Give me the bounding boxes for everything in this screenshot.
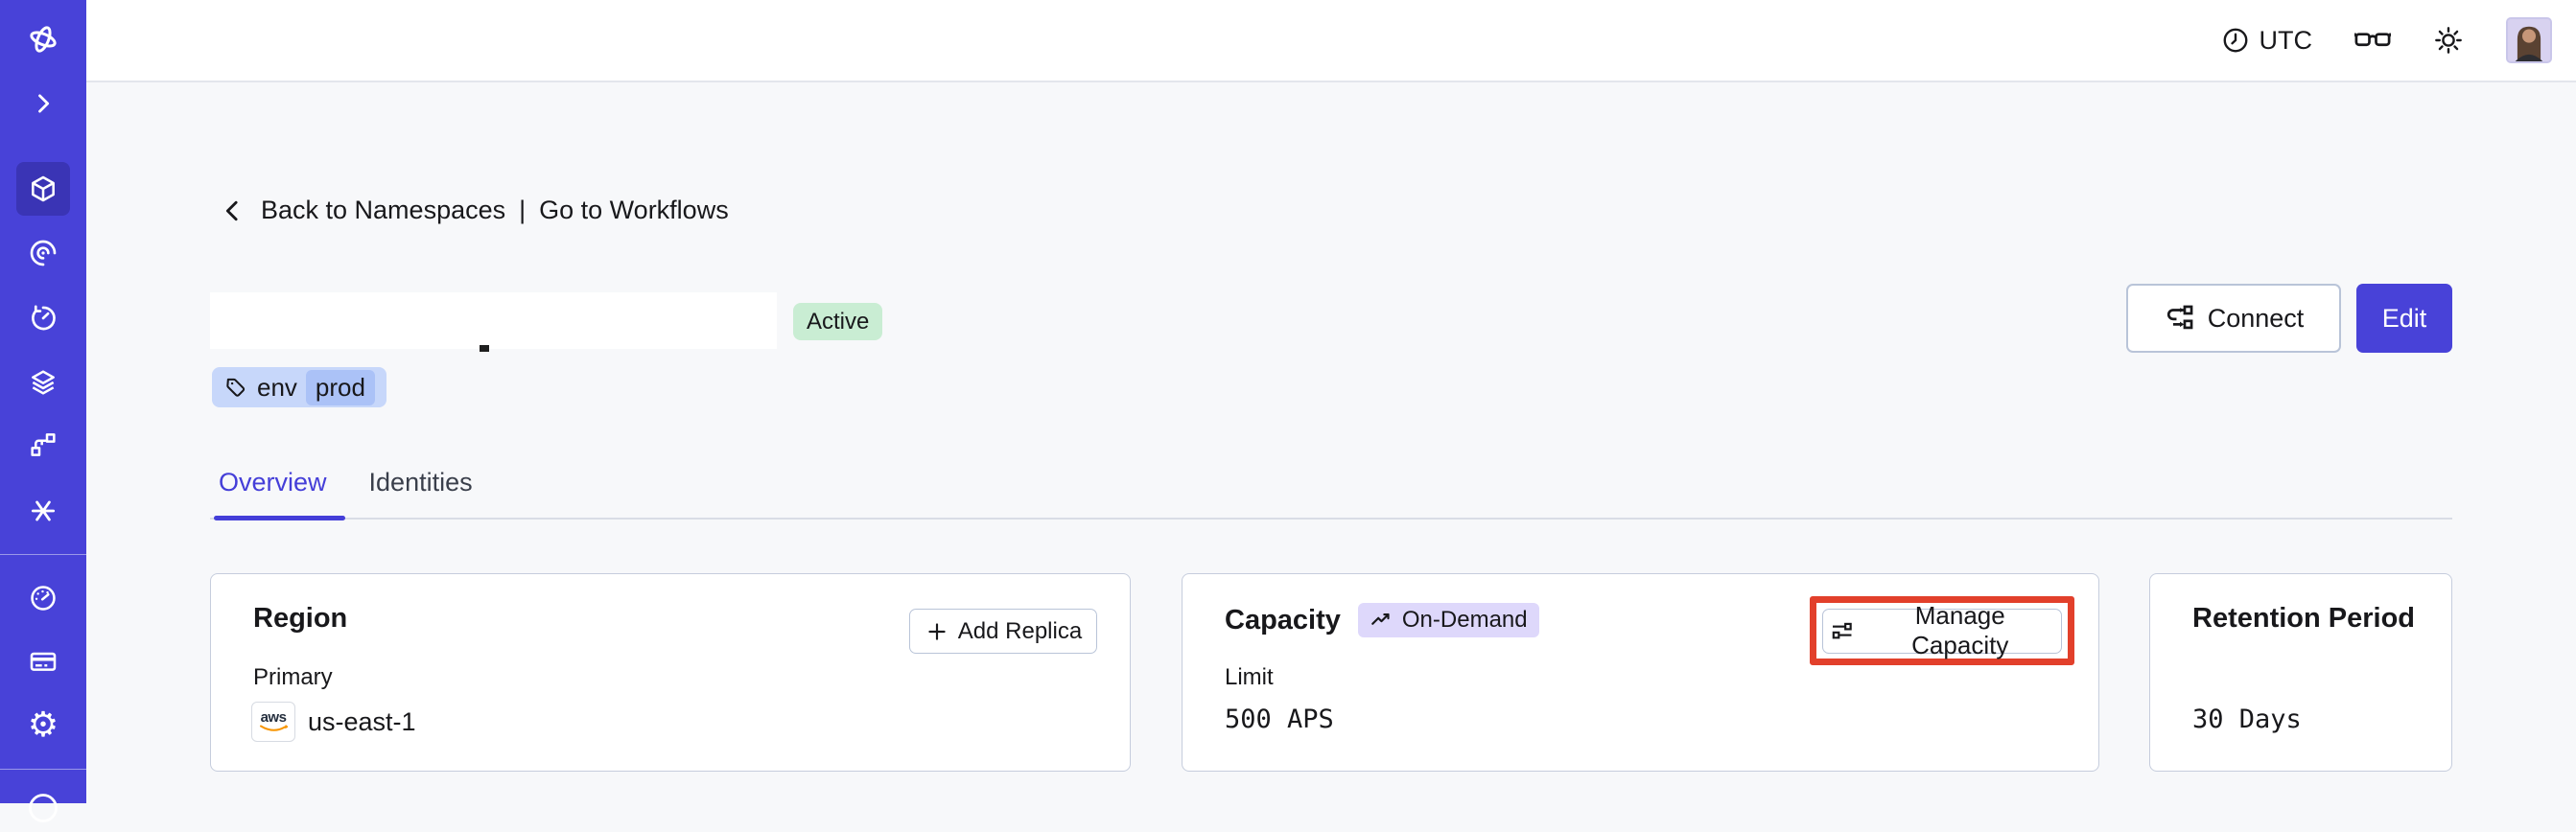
retention-card: Retention Period 30 Days <box>2149 573 2452 772</box>
plus-icon <box>928 622 946 640</box>
namespace-cube-icon <box>32 175 55 202</box>
trending-up-icon <box>1371 612 1390 625</box>
tab-divider-line <box>210 518 2452 520</box>
branch-nexus-icon <box>31 433 56 456</box>
retention-card-title: Retention Period <box>2192 603 2416 634</box>
namespace-tag-chip[interactable]: env prod <box>212 367 386 407</box>
tag-value: prod <box>305 369 375 405</box>
red-annotation-box: Manage Capacity <box>1810 596 2074 665</box>
manage-capacity-label: Manage Capacity <box>1911 601 2009 659</box>
breadcrumb-separator: | <box>519 196 527 224</box>
sidebar-item-schedules[interactable] <box>16 291 70 345</box>
add-replica-button[interactable]: Add Replica <box>909 609 1097 654</box>
capacity-card-title: Capacity <box>1225 604 1341 636</box>
on-demand-badge: On-Demand <box>1357 603 1539 637</box>
go-to-workflows-link[interactable]: Go to Workflows <box>539 196 729 224</box>
connect-flow-icon <box>2166 305 2193 330</box>
sidebar-item-batch-operations[interactable] <box>16 484 70 538</box>
namespace-title-redacted <box>210 292 777 349</box>
active-tab-underline <box>214 516 345 520</box>
theme-sun-icon[interactable] <box>2433 25 2464 56</box>
tab-identities[interactable]: Identities <box>368 468 473 497</box>
tab-overview[interactable]: Overview <box>219 468 327 497</box>
manage-capacity-button[interactable]: Manage Capacity <box>1822 601 2062 659</box>
sidebar-item-settings[interactable]: ⚙ <box>16 699 70 752</box>
schedules-clock-icon <box>32 305 56 331</box>
region-value: us-east-1 <box>308 706 416 736</box>
connect-button[interactable]: Connect <box>2126 284 2341 353</box>
region-value-row: aws us-east-1 <box>251 702 416 742</box>
sidebar-item-workflows[interactable] <box>16 226 70 280</box>
layers-icon <box>32 370 55 395</box>
sidebar-collapse-chevron-icon[interactable] <box>16 77 70 130</box>
labs-glasses-icon[interactable] <box>2354 28 2391 53</box>
back-chevron-icon[interactable] <box>219 196 247 225</box>
support-icon <box>29 794 58 822</box>
capacity-card: Capacity On-Demand Manage Capacity Limit… <box>1182 573 2099 772</box>
tag-key: env <box>257 372 297 402</box>
capacity-value: 500 APS <box>1225 705 1334 734</box>
aws-provider-icon: aws <box>251 702 295 742</box>
sidebar-divider <box>0 554 86 555</box>
gear-icon: ⚙ <box>27 705 59 745</box>
tag-icon <box>226 378 246 397</box>
temporal-logo-icon[interactable] <box>16 12 70 66</box>
aws-smile-swoosh <box>260 725 288 731</box>
status-badge: Active <box>793 303 883 340</box>
topbar: UTC <box>86 0 2576 82</box>
sidebar-item-namespaces[interactable] <box>16 162 70 216</box>
avatar-image <box>2508 19 2550 61</box>
region-card: Region Add Replica Primary aws us-east-1 <box>210 573 1131 772</box>
add-replica-label: Add Replica <box>957 617 1083 644</box>
avatar[interactable] <box>2506 17 2552 63</box>
sidebar-item-usage[interactable] <box>16 571 70 625</box>
sidebar-item-nexus[interactable] <box>16 418 70 472</box>
sidebar-divider <box>0 769 86 770</box>
redaction-dot <box>480 345 489 352</box>
sidebar-item-support[interactable] <box>16 778 70 832</box>
asterisk-icon <box>31 500 56 521</box>
workflows-spiral-icon <box>30 240 57 266</box>
timezone-label: UTC <box>2259 25 2313 55</box>
edit-button-label: Edit <box>2381 303 2427 333</box>
billing-card-icon <box>30 652 57 671</box>
back-to-namespaces-link[interactable]: Back to Namespaces <box>261 196 506 224</box>
limit-label: Limit <box>1225 664 1274 690</box>
tab-bar: Overview Identities <box>219 468 473 497</box>
sidebar-item-billing[interactable] <box>16 635 70 688</box>
status-badge-label: Active <box>807 308 870 335</box>
clock-icon <box>2223 28 2247 53</box>
primary-label: Primary <box>253 664 333 690</box>
breadcrumb: Back to Namespaces | Go to Workflows <box>219 196 729 225</box>
sidebar: ⚙ <box>0 0 86 822</box>
edit-button[interactable]: Edit <box>2356 284 2452 353</box>
connect-button-label: Connect <box>2207 303 2305 333</box>
timezone-selector[interactable]: UTC <box>2221 25 2313 56</box>
retention-value: 30 Days <box>2192 705 2302 734</box>
on-demand-label: On-Demand <box>1401 607 1528 633</box>
sidebar-item-deployments[interactable] <box>16 356 70 409</box>
region-card-title: Region <box>253 603 348 634</box>
capacity-title-row: Capacity On-Demand <box>1225 603 1539 637</box>
sliders-icon <box>1832 622 1852 639</box>
gauge-usage-icon <box>31 586 56 611</box>
aws-wordmark: aws <box>260 709 287 726</box>
